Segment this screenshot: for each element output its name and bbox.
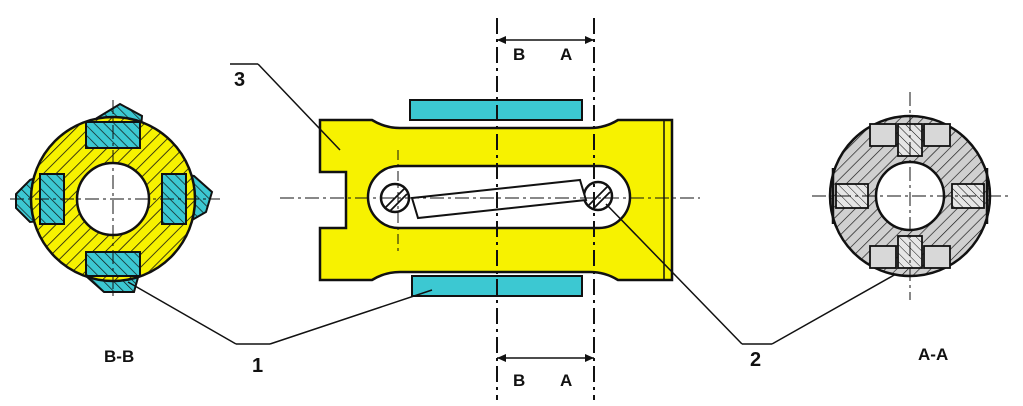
main-view — [280, 18, 700, 400]
label-part-3: 3 — [234, 69, 245, 91]
section-b-b — [10, 100, 220, 300]
section-mark-top-a: A — [560, 45, 572, 64]
leader-lines — [127, 63, 897, 345]
section-mark-top-b: B — [513, 45, 525, 64]
section-mark-bottom-b: B — [513, 371, 525, 390]
section-title-a-a: A-A — [918, 345, 948, 364]
section-mark-bottom-a: A — [560, 371, 572, 390]
label-part-2: 2 — [750, 349, 761, 371]
pin-left — [379, 182, 411, 214]
pin-right — [582, 180, 614, 212]
section-title-b-b: B-B — [104, 347, 134, 366]
section-a-a — [812, 92, 1010, 300]
label-part-1: 1 — [252, 355, 263, 377]
spring-strip — [410, 178, 588, 220]
